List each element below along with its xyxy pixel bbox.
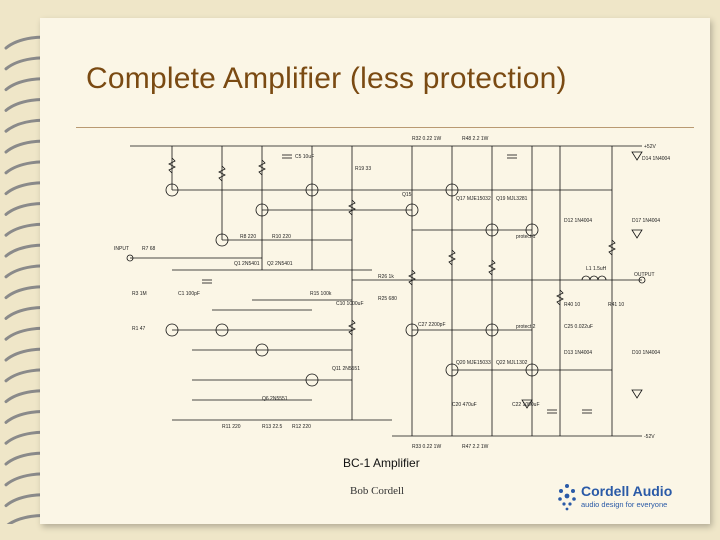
label-q15: Q15: [402, 192, 412, 198]
label-q20: Q20 MJE15033: [456, 360, 491, 366]
label-c5: C5 10uF: [295, 154, 314, 160]
label-c20: C20 470uF: [452, 402, 477, 408]
label-d10: D10 1N4004: [632, 350, 660, 356]
label-r41: R41 10: [608, 302, 624, 308]
logo-mark-icon: [558, 484, 576, 511]
label-r7: R7 68: [142, 246, 156, 252]
schematic-caption: BC-1 Amplifier: [343, 456, 420, 470]
label-r48: R48 2.2 1W: [462, 136, 489, 142]
label-r26: R26 1k: [378, 274, 394, 280]
label-r32: R32 0.22 1W: [412, 136, 441, 142]
label-q17: Q17 MJE15032: [456, 196, 491, 202]
label-input: INPUT: [114, 246, 129, 252]
label-q11: Q11 2N5551: [332, 366, 360, 372]
label-l1: L1 1.5uH: [586, 266, 607, 272]
label-pos-rail: +52V: [644, 144, 656, 150]
label-r40: R40 10: [564, 302, 580, 308]
label-protect2: protect 2: [516, 324, 536, 330]
label-r12: R12 220: [292, 424, 311, 430]
label-d12: D12 1N4004: [564, 218, 592, 224]
label-output: OUTPUT: [634, 272, 655, 278]
company-logo: Cordell Audio audio design for everyone: [556, 480, 696, 516]
label-c25: C25 0.022uF: [564, 324, 593, 330]
amplifier-schematic: +52V -52V INPUT OUTPUT R32 0.22 1W R48 2…: [114, 136, 670, 450]
label-d13: D13 1N4004: [564, 350, 592, 356]
label-r3: R3 1M: [132, 291, 147, 297]
logo-tagline: audio design for everyone: [581, 500, 668, 509]
label-protect1: protect 1: [516, 234, 536, 240]
label-c10: C10 1000uF: [336, 301, 364, 307]
label-r8: R8 220: [240, 234, 256, 240]
label-c22: C22 1000uF: [512, 402, 540, 408]
label-r1: R1 47: [132, 326, 146, 332]
label-d14: D14 1N4004: [642, 156, 670, 162]
logo-name: Cordell Audio: [581, 483, 673, 499]
label-q2: Q2 2N5401: [267, 261, 293, 267]
label-r47: R47 2.2 1W: [462, 444, 489, 450]
label-r33: R33 0.22 1W: [412, 444, 441, 450]
slide-title: Complete Amplifier (less protection): [86, 62, 567, 95]
slide-page: [40, 18, 710, 524]
author-name: Bob Cordell: [350, 485, 405, 497]
label-q19: Q19 MJL3281: [496, 196, 528, 202]
label-q1: Q1 2N5401: [234, 261, 260, 267]
label-q6: Q6 2N5551: [262, 396, 288, 402]
label-r10: R10 220: [272, 234, 291, 240]
label-r19: R19 33: [355, 166, 371, 172]
label-r25: R25 680: [378, 296, 397, 302]
label-q22: Q22 MJL1302: [496, 360, 528, 366]
label-d17: D17 1N4004: [632, 218, 660, 224]
title-divider: [76, 127, 694, 128]
label-c1: C1 100pF: [178, 291, 200, 297]
label-neg-rail: -52V: [644, 434, 655, 440]
label-c27: C27 2200pF: [418, 322, 446, 328]
label-r13: R13 22.5: [262, 424, 283, 430]
label-r11: R11 220: [222, 424, 241, 430]
label-r15: R15 100k: [310, 291, 332, 297]
